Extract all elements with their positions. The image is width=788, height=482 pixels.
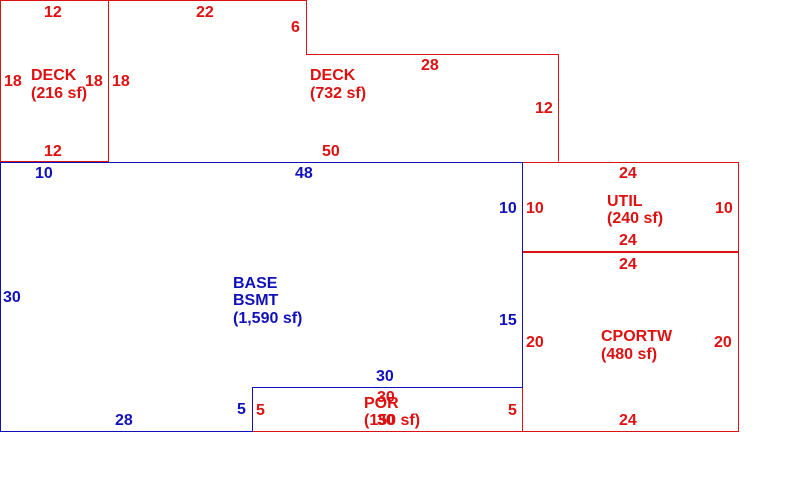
por-dim-bottom: 30 bbox=[377, 412, 395, 429]
deck-large-name: DECK bbox=[310, 67, 356, 84]
util-dim-top: 24 bbox=[619, 165, 637, 182]
cportw-dim-top: 24 bbox=[619, 256, 637, 273]
util-area: (240 sf) bbox=[607, 210, 663, 227]
deck-large-dim-right: 12 bbox=[535, 100, 553, 117]
base-name-line2: BSMT bbox=[233, 292, 279, 309]
por-name: POR bbox=[364, 395, 399, 412]
deck-large-group: 22 6 28 12 18 50 DECK (732 sf) bbox=[112, 4, 553, 160]
deck-large-dim-bottom: 50 bbox=[322, 143, 340, 160]
deck-large-dim-left: 18 bbox=[112, 73, 130, 90]
deck-large-outline bbox=[108, 0, 559, 162]
util-name: UTIL bbox=[607, 193, 643, 210]
deck-large-dim-upper-right: 28 bbox=[421, 57, 439, 74]
base-name-line1: BASE bbox=[233, 275, 278, 292]
base-dim-left: 30 bbox=[3, 289, 21, 306]
base-area: (1,590 sf) bbox=[233, 310, 302, 327]
deck-small-outline bbox=[0, 0, 109, 162]
deck-small-name: DECK bbox=[31, 67, 77, 84]
cportw-area: (480 sf) bbox=[601, 346, 657, 363]
cportw-dim-left: 20 bbox=[526, 334, 544, 351]
deck-small-area: (216 sf) bbox=[31, 85, 87, 102]
base-dim-bottom: 28 bbox=[115, 412, 133, 429]
cportw-dim-right: 20 bbox=[714, 334, 732, 351]
util-dim-bottom: 24 bbox=[619, 232, 637, 249]
deck-small-dim-top: 12 bbox=[44, 4, 62, 21]
deck-small-dim-bottom: 12 bbox=[44, 143, 62, 160]
base-dim-notch-top: 30 bbox=[376, 368, 394, 385]
util-group: 24 10 10 24 UTIL (240 sf) bbox=[526, 165, 733, 249]
cportw-group: 24 20 20 24 CPORTW (480 sf) bbox=[526, 256, 732, 429]
deck-large-dim-step: 6 bbox=[291, 19, 300, 36]
base-dim-top: 48 bbox=[295, 165, 313, 182]
deck-large-area: (732 sf) bbox=[310, 85, 366, 102]
base-dim-top-left: 10 bbox=[35, 165, 53, 182]
deck-small-dim-right: 18 bbox=[85, 73, 103, 90]
base-dim-notch-side: 5 bbox=[237, 401, 246, 418]
util-dim-left: 10 bbox=[526, 200, 544, 217]
base-outline bbox=[0, 162, 523, 432]
base-dim-right-lower: 15 bbox=[499, 312, 517, 329]
por-group: 30 30 5 5 POR (150 sf) bbox=[256, 389, 517, 429]
base-dim-right-upper: 10 bbox=[499, 200, 517, 217]
cportw-name: CPORTW bbox=[601, 328, 673, 345]
deck-small-group: 12 18 18 12 DECK (216 sf) bbox=[4, 4, 103, 160]
cportw-dim-bottom: 24 bbox=[619, 412, 637, 429]
deck-small-dim-left: 18 bbox=[4, 73, 22, 90]
por-area: (150 sf) bbox=[364, 412, 420, 429]
por-dim-top: 30 bbox=[377, 389, 395, 406]
por-dim-right: 5 bbox=[508, 402, 517, 419]
base-group: 10 48 10 15 30 28 5 30 BASE BSMT (1,590 … bbox=[3, 165, 517, 429]
por-dim-left: 5 bbox=[256, 402, 265, 419]
deck-large-dim-top: 22 bbox=[196, 4, 214, 21]
util-dim-right: 10 bbox=[715, 200, 733, 217]
